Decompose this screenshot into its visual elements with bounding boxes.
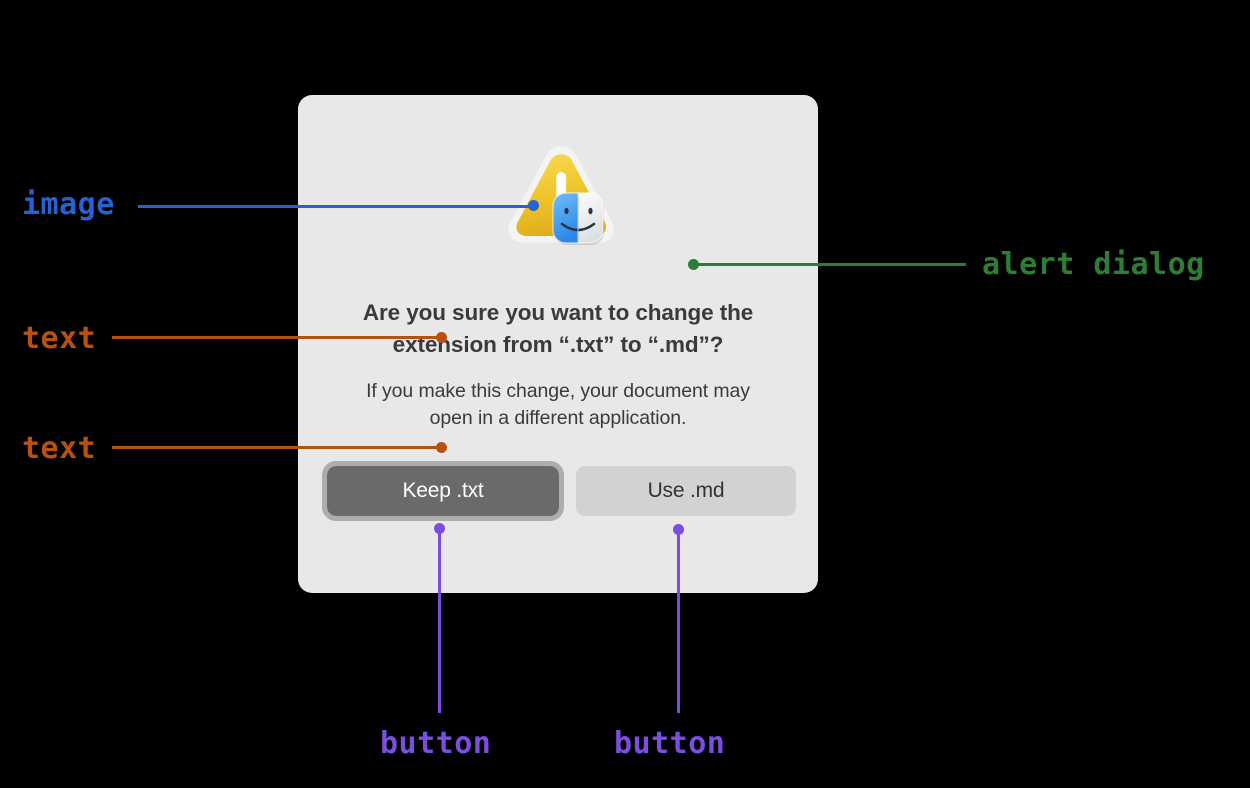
annotation-label-image: image bbox=[22, 187, 115, 222]
alert-button-row: Keep .txt Use .md bbox=[320, 461, 796, 522]
annotation-label-text-body: text bbox=[22, 431, 97, 466]
annotation-label-button-use: button bbox=[614, 726, 726, 761]
annotation-label-button-keep: button bbox=[380, 726, 492, 761]
keep-txt-button[interactable]: Keep .txt bbox=[322, 461, 564, 522]
alert-title: Are you sure you want to change the exte… bbox=[362, 300, 754, 358]
alert-body-text: If you make this change, your document m… bbox=[366, 379, 750, 430]
annotation-label-alert-dialog: alert dialog bbox=[982, 247, 1205, 282]
warning-triangle-finder-icon bbox=[499, 143, 617, 253]
use-md-button[interactable]: Use .md bbox=[576, 466, 796, 517]
alert-dialog: Are you sure you want to change the exte… bbox=[298, 95, 818, 593]
annotation-label-text-title: text bbox=[22, 321, 97, 356]
